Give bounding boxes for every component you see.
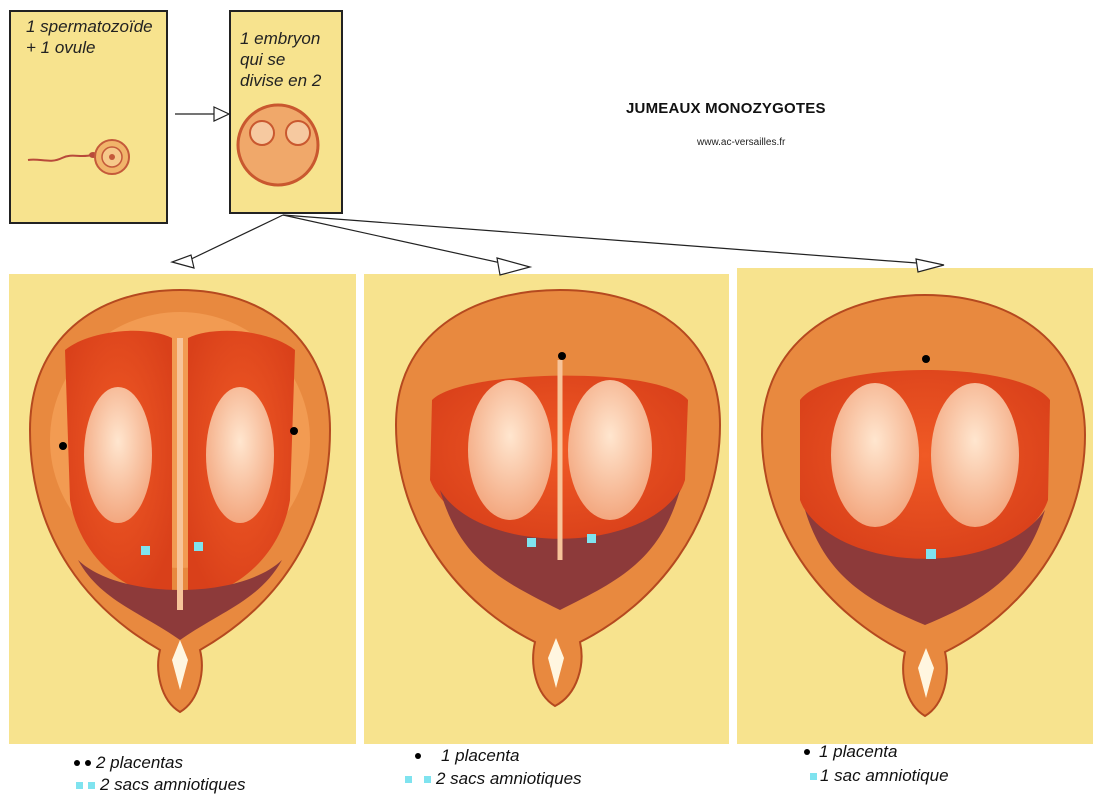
legend-2-sacs: 2 sacs amniotiques	[405, 769, 582, 789]
legend-1-sacs: 2 sacs amniotiques	[76, 775, 246, 795]
placenta-dot-icon	[85, 760, 91, 766]
placenta-dot-icon	[415, 753, 421, 759]
legend-3-placenta: 1 placenta	[804, 742, 897, 762]
legend-3-sac-label: 1 sac amniotique	[820, 766, 949, 786]
legend-1-placentas: 2 placentas	[74, 753, 183, 773]
dividing-embryo-illustration	[238, 105, 318, 185]
legend-2-sacs-label: 2 sacs amniotiques	[436, 769, 582, 789]
placenta-dot-icon	[804, 749, 810, 755]
amniotic-sac-square-icon	[405, 776, 412, 783]
uterus-2	[396, 290, 720, 706]
legend-1-sacs-label: 2 sacs amniotiques	[100, 775, 246, 795]
amniotic-sac-square-icon	[88, 782, 95, 789]
legend-2-placentas: 1 placenta	[415, 746, 519, 766]
uterus-1	[30, 290, 330, 712]
legend-3-sac: 1 sac amniotique	[810, 766, 949, 786]
legend-1-placentas-label: 2 placentas	[96, 753, 183, 773]
legend-3-placenta-label: 1 placenta	[819, 742, 897, 762]
amniotic-sac-square-icon	[76, 782, 83, 789]
legend-2-placentas-label: 1 placenta	[441, 746, 519, 766]
amniotic-sac-square-icon	[810, 773, 817, 780]
uterus-3	[762, 295, 1085, 716]
placenta-dot-icon	[74, 760, 80, 766]
sperm-and-ovum-illustration	[28, 140, 129, 174]
amniotic-sac-square-icon	[424, 776, 431, 783]
